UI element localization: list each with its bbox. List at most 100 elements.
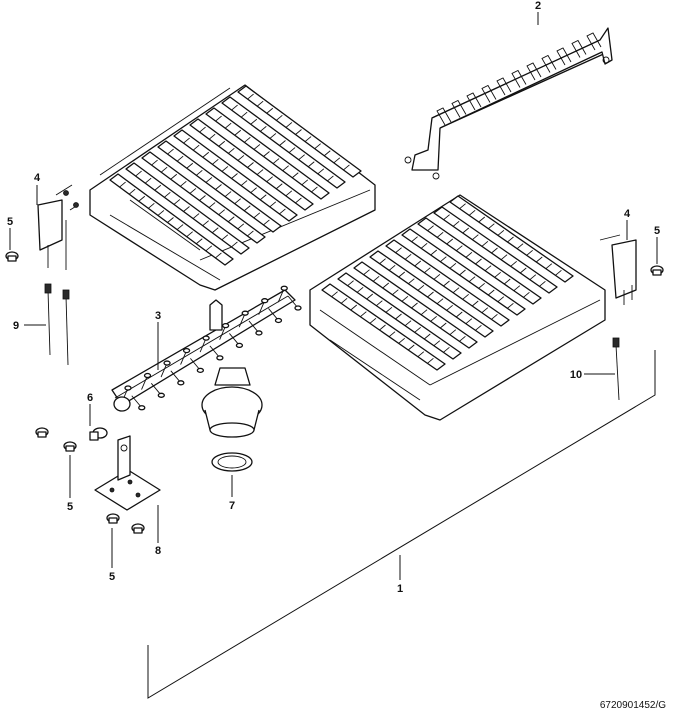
gas-manifold bbox=[111, 285, 302, 412]
bracket-tooth bbox=[466, 92, 482, 111]
rail-slot bbox=[465, 251, 473, 258]
rail-slot bbox=[263, 151, 270, 157]
rail-slot bbox=[462, 293, 469, 300]
rail-slot bbox=[363, 269, 370, 276]
rail-slot bbox=[228, 147, 235, 154]
rail-slot bbox=[468, 209, 476, 216]
rail-slot bbox=[279, 140, 286, 146]
rail-slot bbox=[144, 177, 152, 184]
drawing-reference-number: 6720901452/G bbox=[600, 700, 666, 711]
rail-slot bbox=[119, 181, 126, 188]
rail-slot bbox=[452, 287, 460, 294]
rail-slot bbox=[205, 177, 213, 183]
rail-slot bbox=[160, 166, 168, 173]
rail-slot bbox=[183, 137, 190, 144]
nozzle-tip bbox=[163, 360, 171, 366]
rail-slot bbox=[215, 184, 222, 190]
rail-slot bbox=[519, 267, 527, 274]
rail-slot bbox=[392, 289, 399, 296]
rail-slot bbox=[436, 231, 444, 238]
rail-slot bbox=[269, 133, 277, 139]
rail-slot bbox=[263, 219, 270, 226]
rail-slot bbox=[497, 296, 505, 303]
rail-slot bbox=[285, 190, 293, 197]
rail-slot bbox=[208, 133, 216, 140]
callout-1: 1 bbox=[397, 583, 403, 595]
rail-slot bbox=[414, 260, 422, 267]
rail-slot bbox=[323, 150, 331, 157]
rail-slot bbox=[224, 191, 232, 197]
rail-slot bbox=[205, 245, 213, 252]
rail-slot bbox=[231, 173, 238, 179]
rail-slot bbox=[307, 161, 315, 168]
rail-slot bbox=[202, 151, 210, 158]
rail-slot bbox=[157, 210, 165, 216]
rail-slot bbox=[350, 304, 358, 311]
rail-slot bbox=[282, 165, 289, 172]
rail-slot bbox=[478, 216, 486, 223]
rail-slot bbox=[443, 346, 450, 353]
callout-5-middle: 5 bbox=[67, 501, 73, 513]
rail-slot bbox=[417, 351, 425, 358]
rail-slot bbox=[388, 331, 396, 338]
rail-slot bbox=[234, 129, 242, 136]
nozzle-tip bbox=[274, 317, 283, 324]
rail-slot bbox=[154, 184, 162, 191]
callout-8: 8 bbox=[155, 545, 161, 557]
electrode-block-right bbox=[599, 234, 637, 305]
rail-slot bbox=[424, 267, 431, 274]
nozzle-tip bbox=[124, 385, 132, 391]
bracket-tooth bbox=[541, 54, 557, 73]
rail-slot bbox=[446, 238, 454, 245]
rail-slot bbox=[401, 295, 409, 302]
right-burner-block bbox=[309, 194, 606, 421]
rail-slot bbox=[452, 220, 460, 227]
rail-slot bbox=[244, 136, 251, 143]
bracket-tooth bbox=[526, 62, 542, 81]
rail-slot bbox=[539, 280, 546, 287]
rail-slot bbox=[333, 157, 341, 164]
screw-left-top bbox=[5, 251, 19, 262]
bracket-tooth bbox=[571, 39, 587, 58]
burner-bracket bbox=[404, 27, 613, 180]
leader-lines bbox=[9, 12, 658, 699]
rail-slot bbox=[443, 214, 450, 221]
left-burner-block bbox=[89, 84, 376, 291]
rail-slot bbox=[427, 357, 434, 364]
rail-slot bbox=[449, 262, 457, 269]
rail-slot bbox=[250, 118, 258, 125]
rail-slot bbox=[266, 176, 273, 183]
rail-slot bbox=[516, 243, 524, 250]
rail-slot bbox=[311, 186, 318, 193]
rail-slot bbox=[272, 158, 280, 164]
rail-slot bbox=[369, 317, 377, 324]
rail-slot bbox=[275, 183, 283, 190]
nozzle-tip bbox=[294, 305, 302, 311]
rail-slot bbox=[481, 307, 489, 314]
rail-slot bbox=[356, 286, 364, 293]
rail-slot bbox=[507, 302, 514, 309]
rail-slot bbox=[218, 209, 225, 216]
rail-slot bbox=[366, 293, 374, 300]
nozzle-tip bbox=[196, 367, 205, 374]
rail-slot bbox=[340, 297, 348, 304]
rail-slot bbox=[279, 208, 286, 215]
rail-slot bbox=[433, 273, 441, 280]
rail-slot bbox=[459, 335, 466, 342]
rail-slot bbox=[269, 201, 277, 208]
rail-slot bbox=[189, 188, 197, 194]
rail-slot bbox=[183, 206, 190, 212]
callout-6: 6 bbox=[87, 392, 93, 404]
rail-slot bbox=[433, 340, 441, 347]
rail-slot bbox=[192, 144, 200, 151]
mounting-plate bbox=[94, 435, 161, 511]
rail-slot bbox=[247, 93, 254, 100]
bracket-tooth bbox=[556, 47, 572, 66]
callout-4-left: 4 bbox=[34, 172, 41, 184]
rail-slot bbox=[526, 249, 533, 256]
rail-slot bbox=[192, 213, 200, 219]
rail-slot bbox=[423, 333, 431, 340]
rail-slot bbox=[240, 180, 248, 186]
rail-slot bbox=[186, 162, 194, 169]
rail-slot bbox=[253, 144, 261, 150]
